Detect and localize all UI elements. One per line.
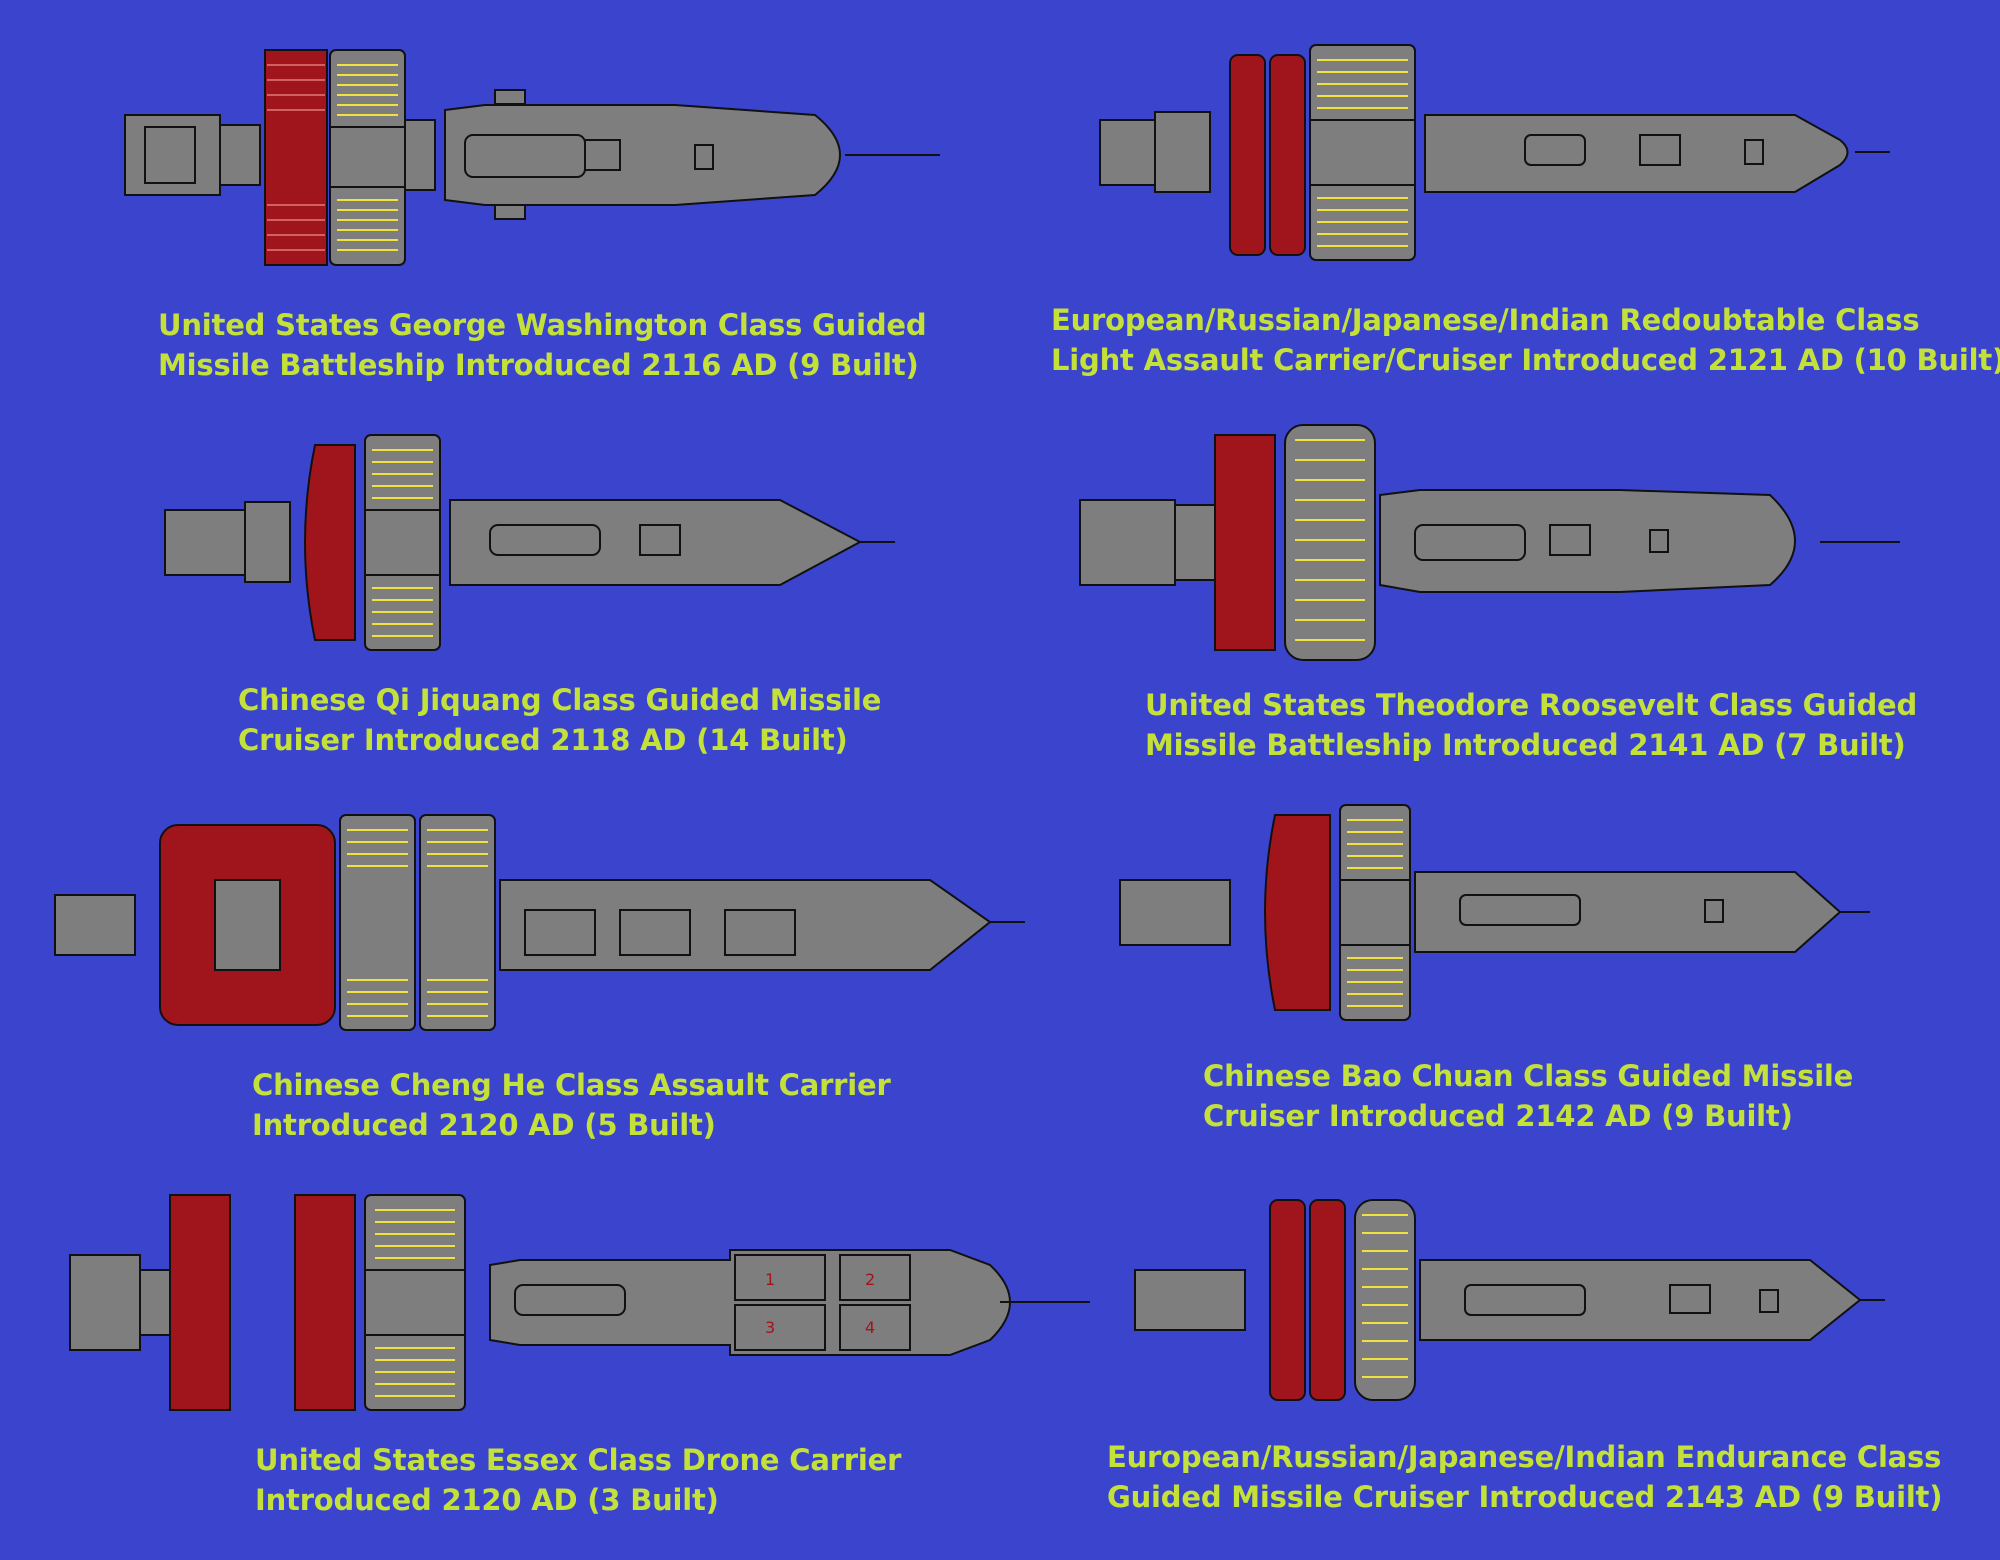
caption-essex: United States Essex Class Drone Carrier … [255,1440,901,1520]
ship-cheng-he-illustration [50,810,1030,1035]
caption-line-2: Cruiser Introduced 2142 AD (9 Built) [1203,1099,1793,1133]
caption-line-1: United States Theodore Roosevelt Class G… [1145,688,1918,722]
caption-line-1: Chinese Qi Jiquang Class Guided Missile [238,683,882,717]
bay-number-1: 1 [765,1270,775,1289]
bay-number-4: 4 [865,1318,875,1337]
caption-line-1: European/Russian/Japanese/Indian Redoubt… [1051,303,1920,337]
bay-number-3: 3 [765,1318,775,1337]
caption-line-2: Missile Battleship Introduced 2141 AD (7… [1145,728,1906,762]
caption-line-1: European/Russian/Japanese/Indian Enduran… [1107,1440,1942,1474]
caption-george-washington: United States George Washington Class Gu… [158,305,927,385]
ship-bao-chuan-illustration [1115,800,1875,1025]
caption-redoubtable: European/Russian/Japanese/Indian Redoubt… [1051,300,2000,380]
ship-endurance-illustration [1130,1195,1890,1405]
caption-bao-chuan: Chinese Bao Chuan Class Guided Missile C… [1203,1056,1853,1136]
ship-george-washington-illustration [115,45,945,270]
caption-line-1: Chinese Cheng He Class Assault Carrier [252,1068,891,1102]
caption-theodore-roosevelt: United States Theodore Roosevelt Class G… [1145,685,1917,765]
caption-qi-jiquang: Chinese Qi Jiquang Class Guided Missile … [238,680,881,760]
caption-line-2: Missile Battleship Introduced 2116 AD (9… [158,348,919,382]
caption-line-1: United States George Washington Class Gu… [158,308,927,342]
ship-theodore-roosevelt-illustration [1060,420,1910,665]
ship-essex-illustration: 1 2 3 4 [40,1190,1100,1415]
caption-endurance: European/Russian/Japanese/Indian Enduran… [1107,1437,1942,1517]
caption-cheng-he: Chinese Cheng He Class Assault Carrier I… [252,1065,891,1145]
bay-number-2: 2 [865,1270,875,1289]
caption-line-1: Chinese Bao Chuan Class Guided Missile [1203,1059,1854,1093]
caption-line-2: Cruiser Introduced 2118 AD (14 Built) [238,723,848,757]
caption-line-1: United States Essex Class Drone Carrier [255,1443,902,1477]
caption-line-2: Introduced 2120 AD (3 Built) [255,1483,719,1517]
ship-qi-jiquang-illustration [160,430,900,655]
ship-redoubtable-illustration [1095,40,1895,265]
caption-line-2: Guided Missile Cruiser Introduced 2143 A… [1107,1480,1943,1514]
caption-line-2: Introduced 2120 AD (5 Built) [252,1108,716,1142]
caption-line-2: Light Assault Carrier/Cruiser Introduced… [1051,343,2000,377]
